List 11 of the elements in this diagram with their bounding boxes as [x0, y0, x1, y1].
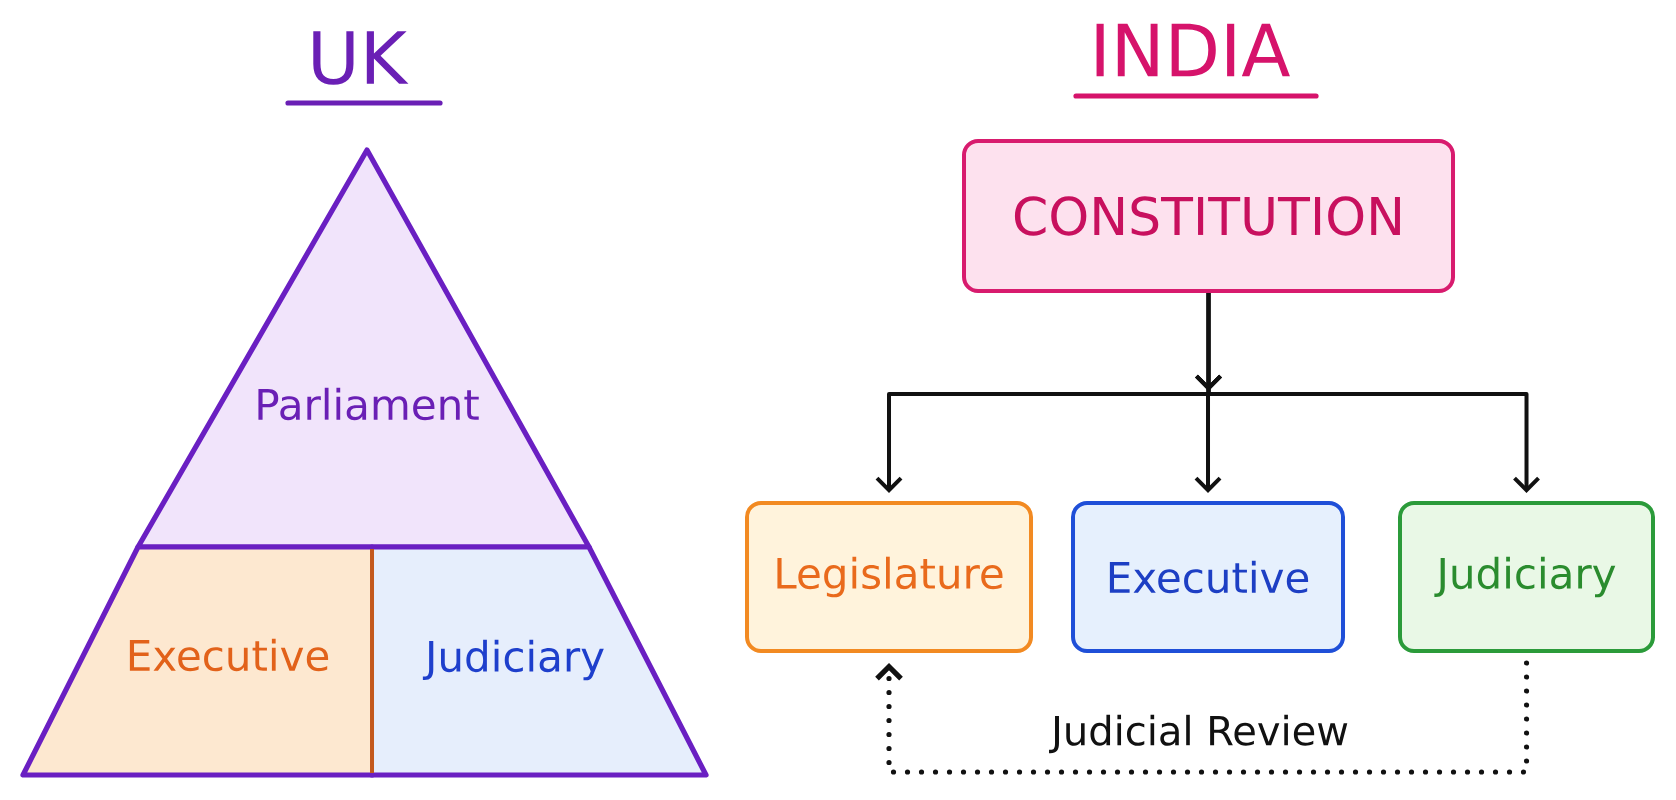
trapezoid-section: Judiciary — [369, 544, 709, 778]
rounded-box: Legislature — [745, 501, 1033, 653]
rounded-box: Judiciary — [1398, 501, 1655, 653]
trapezoid-section: Executive — [20, 544, 375, 778]
rounded-box: Executive — [1071, 501, 1345, 653]
edge-label: Judicial Review — [1049, 714, 1348, 754]
arrow — [1195, 293, 1540, 493]
triangle-section: Parliament — [135, 147, 592, 550]
dotted-arrow — [875, 660, 1530, 775]
heading: UK — [313, 31, 409, 85]
rounded-box: CONSTITUTION — [962, 139, 1455, 293]
